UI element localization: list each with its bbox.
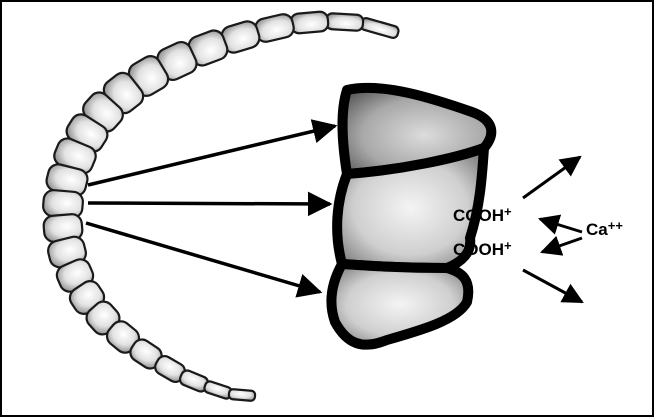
calcium-ion-label: Ca++ — [586, 221, 623, 238]
arrow-ca-to-top-cooh — [540, 219, 582, 232]
arrow-ca-to-bottom-cooh — [542, 238, 582, 252]
segment-bottom-disc — [331, 264, 468, 345]
arrow-to-top-disc — [88, 126, 335, 185]
cooh-top-label: COOH+ — [453, 207, 512, 224]
crescent-segment — [229, 389, 256, 401]
crescent-segment — [326, 13, 364, 31]
arrow-cooh-down — [523, 270, 582, 302]
arrow-to-middle-disc — [88, 203, 330, 204]
crescent-segment — [359, 17, 399, 39]
arrow-cooh-up — [523, 157, 580, 198]
crescent-segment — [290, 11, 329, 34]
arrow-to-bottom-disc — [86, 223, 320, 292]
cooh-bottom-label: COOH+ — [453, 241, 512, 258]
